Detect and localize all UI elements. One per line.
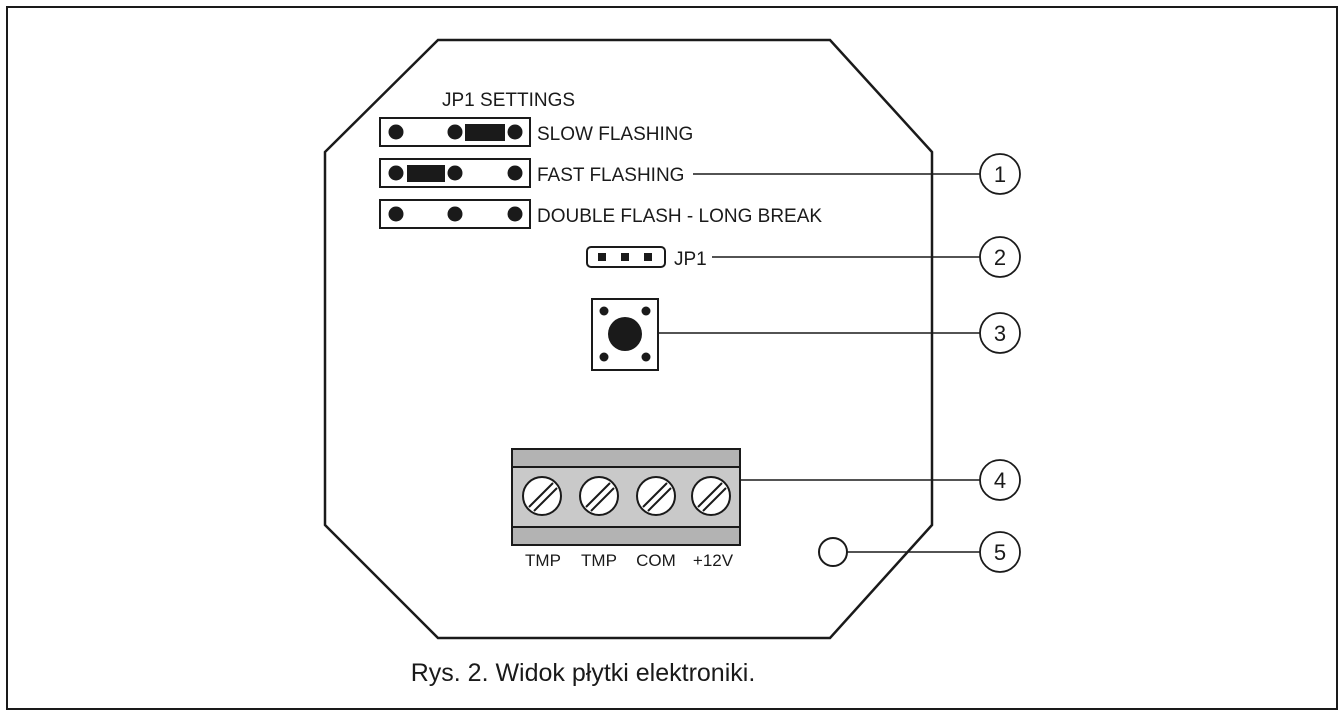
callout-number: 3 [994, 321, 1006, 346]
callout-4: 4 [979, 459, 1021, 501]
jumper-setting-double [379, 199, 531, 229]
figure-caption: Rys. 2. Widok płytki elektroniki. [411, 659, 756, 687]
jumper-setting-double-label: DOUBLE FLASH - LONG BREAK [537, 206, 822, 227]
button-leg [599, 352, 609, 362]
header-pin [644, 253, 652, 261]
callout-2: 2 [979, 236, 1021, 278]
pin-dot [507, 206, 523, 222]
callout-3: 3 [979, 312, 1021, 354]
terminal-screw [691, 476, 731, 516]
terminal-label-tmp-1: TMP [525, 551, 561, 570]
pin-dot [447, 206, 463, 222]
terminal-screw [579, 476, 619, 516]
pin-dot [447, 165, 463, 181]
callout-number: 2 [994, 245, 1006, 270]
callout-number: 1 [994, 162, 1006, 187]
terminal-screw [636, 476, 676, 516]
header-pin [621, 253, 629, 261]
jp1-header [586, 246, 666, 268]
terminal-screw [522, 476, 562, 516]
jumper-shunt [407, 165, 445, 182]
jp1-label: JP1 [674, 249, 707, 270]
header-pin [598, 253, 606, 261]
button-leg [641, 352, 651, 362]
jumper-shunt [465, 124, 505, 141]
terminal-label-12v: +12V [693, 551, 734, 570]
callout-1: 1 [979, 153, 1021, 195]
jumper-setting-slow [379, 117, 531, 147]
pin-dot [507, 165, 523, 181]
button-actuator [608, 317, 642, 351]
terminal-label-tmp-2: TMP [581, 551, 617, 570]
callout-number: 5 [994, 540, 1006, 565]
callout-number: 4 [994, 468, 1006, 493]
button-leg [641, 306, 651, 316]
terminal-label-com: COM [636, 551, 676, 570]
pin-dot [388, 124, 404, 140]
jumper-setting-slow-label: SLOW FLASHING [537, 124, 693, 145]
mounting-hole [818, 537, 848, 567]
button-leg [599, 306, 609, 316]
pin-dot [507, 124, 523, 140]
board-outline [323, 38, 934, 640]
pin-dot [388, 206, 404, 222]
jp1-settings-title: JP1 SETTINGS [442, 90, 575, 111]
tamper-button [591, 298, 659, 371]
terminal-block [511, 448, 741, 546]
jumper-setting-fast-label: FAST FLASHING [537, 165, 684, 186]
callout-5: 5 [979, 531, 1021, 573]
pin-dot [388, 165, 404, 181]
jumper-setting-fast [379, 158, 531, 188]
pin-dot [447, 124, 463, 140]
outer-border [6, 6, 1338, 710]
